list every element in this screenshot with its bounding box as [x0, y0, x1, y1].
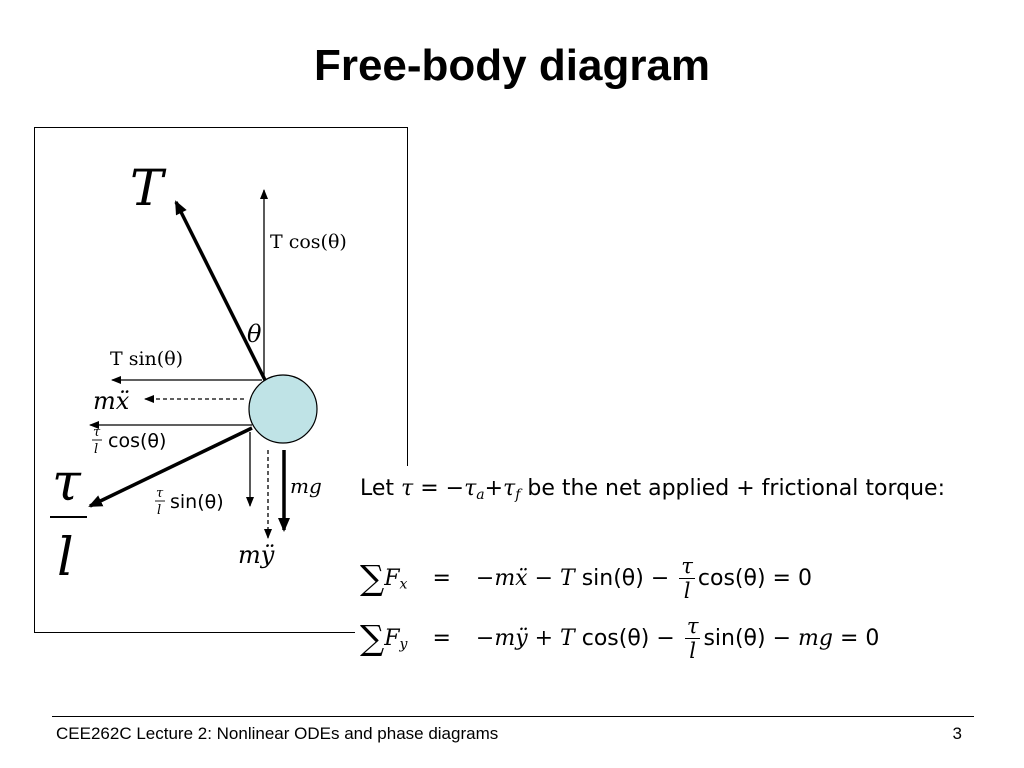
fy-cos-term: cos(θ) − — [581, 626, 675, 651]
plus-sign: + — [484, 476, 504, 501]
torque-big-num: τ — [52, 453, 82, 513]
footer-course-title: CEE262C Lecture 2: Nonlinear ODEs and ph… — [56, 724, 499, 743]
inertia-x-label: mẍ — [93, 387, 130, 415]
torque-arrow — [88, 426, 253, 508]
force-subscript: x — [399, 576, 408, 593]
weight-label: mg — [290, 474, 322, 498]
force-symbol: F — [384, 626, 400, 651]
sum-symbol: ∑ — [360, 558, 385, 599]
slide-title: Free-body diagram — [313, 41, 711, 90]
equals-sign: = — [432, 626, 451, 651]
torque-sin-fraction-den: l — [157, 503, 161, 518]
fy-lhs: −mÿ + T — [475, 626, 575, 651]
torque-definition: Let τ = −τa+τf be the net applied + fric… — [360, 472, 1000, 512]
torque-cos-fraction-den: l — [94, 442, 98, 457]
torque-cos-label: cos(θ) — [108, 430, 166, 452]
tau-f-subscript: f — [515, 487, 521, 503]
inertia-y-label: mÿ — [238, 541, 275, 569]
torque-sin-fraction-num: τ — [156, 486, 164, 501]
mass-ball — [248, 374, 318, 444]
force-symbol: F — [384, 566, 400, 591]
let-word: Let — [360, 476, 395, 501]
fy-sin-term: sin(θ) − — [703, 626, 792, 651]
tau-a-subscript: a — [476, 487, 485, 503]
footer-page-number: 3 — [952, 724, 962, 743]
tension-label: T — [130, 159, 167, 217]
equals-sign: = — [420, 476, 439, 501]
minus-sign: − — [445, 476, 465, 501]
tau-a-symbol: τ — [464, 476, 477, 501]
fx-tail: cos(θ) = 0 — [697, 566, 812, 591]
fx-sin-term: sin(θ) − — [581, 566, 670, 591]
tension-arrow — [174, 200, 267, 381]
footer-divider — [52, 716, 974, 717]
tension-horizontal-label: T sin(θ) — [110, 348, 183, 370]
sum-symbol: ∑ — [360, 618, 385, 659]
fy-end: = 0 — [839, 626, 880, 651]
torque-cos-fraction-num: τ — [93, 425, 101, 440]
fx-lhs: −mẍ − T — [475, 566, 575, 591]
torque-definition-text: be the net applied + frictional torque: — [527, 476, 945, 501]
torque-sin-label: sin(θ) — [170, 491, 224, 513]
equals-sign: = — [432, 566, 451, 591]
fy-mg-term: mg — [798, 626, 833, 651]
tau-f-symbol: τ — [503, 476, 516, 501]
tau-symbol: τ — [401, 476, 414, 501]
tension-vertical-label: T cos(θ) — [270, 231, 347, 253]
torque-big-den: l — [57, 528, 74, 588]
equations-panel: Let τ = −τa+τf be the net applied + fric… — [355, 466, 1005, 686]
angle-label: θ — [247, 320, 262, 348]
force-subscript: y — [399, 636, 408, 653]
